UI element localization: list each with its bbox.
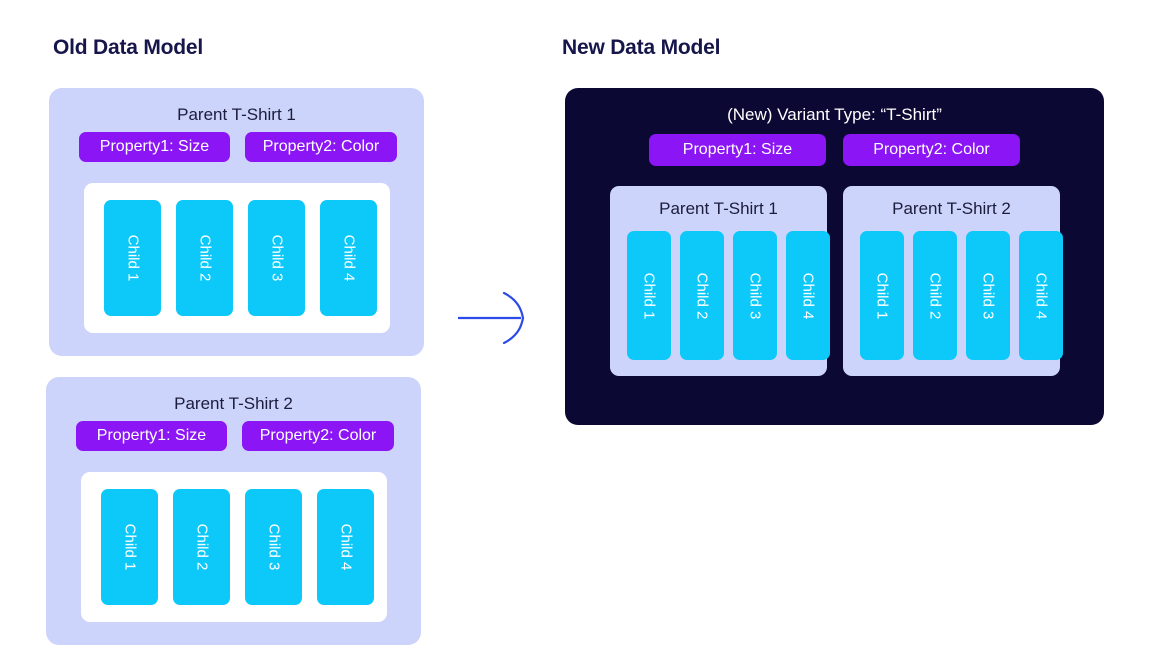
child-box-label: Child 4 (1032, 272, 1050, 319)
child-box[interactable]: Child 4 (786, 231, 830, 360)
property-chip-color[interactable]: Property2: Color (245, 132, 397, 162)
child-box[interactable]: Child 1 (860, 231, 904, 360)
new-model-heading: New Data Model (562, 36, 721, 59)
new-parent-subpanel-1-title: Parent T-Shirt 1 (659, 199, 778, 218)
child-box[interactable]: Child 4 (1019, 231, 1063, 360)
child-box-label: Child 3 (746, 272, 764, 319)
new-variant-type-panel: (New) Variant Type: “T-Shirt” Property1:… (565, 88, 1104, 425)
old-parent-panel-1-child-row: Child 1 Child 2 Child 3 Child 4 (104, 200, 377, 316)
new-parent-subpanel-2: Parent T-Shirt 2 Child 1 Child 2 Child 3… (843, 186, 1063, 376)
child-box[interactable]: Child 3 (248, 200, 305, 316)
old-parent-panel-2-title: Parent T-Shirt 2 (174, 394, 293, 413)
old-parent-panel-1-title: Parent T-Shirt 1 (177, 105, 296, 124)
child-box-label: Child 4 (337, 523, 354, 571)
new-parent-subpanel-1-child-row: Child 1 Child 2 Child 3 Child 4 (627, 231, 830, 360)
child-box-label: Child 4 (799, 272, 817, 319)
child-box[interactable]: Child 2 (176, 200, 233, 316)
new-parent-subpanel-2-title: Parent T-Shirt 2 (892, 199, 1011, 218)
child-box-label: Child 2 (196, 234, 213, 282)
child-box-label: Child 1 (640, 272, 658, 319)
old-parent-panel-1-properties: Property1: Size Property2: Color (79, 132, 397, 162)
child-box[interactable]: Child 2 (680, 231, 724, 360)
property-chip-size[interactable]: Property1: Size (649, 134, 826, 166)
child-box[interactable]: Child 4 (317, 489, 374, 605)
child-box-label: Child 1 (124, 234, 141, 282)
child-box[interactable]: Child 2 (173, 489, 230, 605)
child-box-label: Child 2 (926, 272, 944, 319)
property-chip-color[interactable]: Property2: Color (843, 134, 1020, 166)
new-parent-subpanel-1: Parent T-Shirt 1 Child 1 Child 2 Child 3… (610, 186, 830, 376)
old-parent-panel-1-children-container: Child 1 Child 2 Child 3 Child 4 (84, 183, 390, 333)
child-box-label: Child 2 (193, 523, 210, 571)
child-box-label: Child 1 (873, 272, 891, 319)
connector-arrow (450, 285, 535, 350)
child-box[interactable]: Child 1 (104, 200, 161, 316)
old-parent-panel-2-children-container: Child 1 Child 2 Child 3 Child 4 (81, 472, 387, 622)
child-box-label: Child 3 (979, 272, 997, 319)
child-box[interactable]: Child 2 (913, 231, 957, 360)
old-parent-panel-2-child-row: Child 1 Child 2 Child 3 Child 4 (101, 489, 374, 605)
child-box[interactable]: Child 3 (966, 231, 1010, 360)
old-model-heading: Old Data Model (53, 36, 204, 59)
child-box[interactable]: Child 3 (733, 231, 777, 360)
child-box[interactable]: Child 4 (320, 200, 377, 316)
child-box[interactable]: Child 1 (101, 489, 158, 605)
child-box-label: Child 3 (268, 234, 285, 282)
property-chip-size[interactable]: Property1: Size (76, 421, 227, 451)
child-box-label: Child 3 (265, 523, 282, 571)
property-chip-color[interactable]: Property2: Color (242, 421, 394, 451)
old-parent-panel-1: Parent T-Shirt 1 Property1: Size Propert… (49, 88, 424, 356)
child-box[interactable]: Child 3 (245, 489, 302, 605)
property-chip-size[interactable]: Property1: Size (79, 132, 230, 162)
child-box-label: Child 2 (693, 272, 711, 319)
new-parent-subpanel-2-child-row: Child 1 Child 2 Child 3 Child 4 (860, 231, 1063, 360)
curved-arrow-right-icon (458, 291, 525, 345)
child-box-label: Child 1 (121, 523, 138, 571)
new-variant-type-title: (New) Variant Type: “T-Shirt” (727, 105, 942, 124)
child-box-label: Child 4 (340, 234, 357, 282)
child-box[interactable]: Child 1 (627, 231, 671, 360)
old-parent-panel-2: Parent T-Shirt 2 Property1: Size Propert… (46, 377, 421, 645)
new-variant-type-properties: Property1: Size Property2: Color (649, 134, 1020, 166)
old-parent-panel-2-properties: Property1: Size Property2: Color (76, 421, 394, 451)
